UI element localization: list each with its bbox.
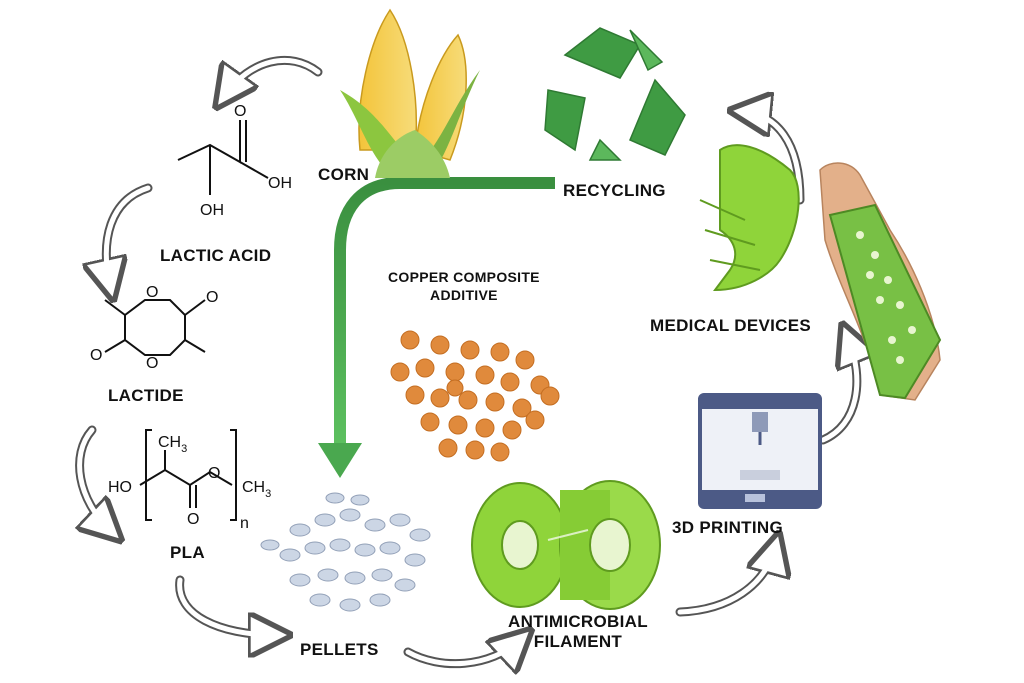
label-filament-line1: ANTIMICROBIAL <box>508 612 648 631</box>
recycling-symbol <box>544 27 686 161</box>
pla-ch3-end: CH3 <box>242 479 271 500</box>
pla-ch3-top: CH3 <box>158 434 187 455</box>
pla-n-subscript: n <box>240 515 249 532</box>
label-lactide: LACTIDE <box>108 386 184 405</box>
label-additive-line2: ADDITIVE <box>430 287 498 303</box>
label-filament-line2: FILAMENT <box>533 632 623 651</box>
filament-spools <box>471 480 661 610</box>
lactic-acid-structure <box>177 120 269 195</box>
lactide-o-bottom: O <box>146 355 158 372</box>
copper-particles <box>390 330 560 462</box>
label-copper-additive: COPPER COMPOSITE ADDITIVE <box>388 268 540 304</box>
corn-illustration <box>340 8 480 178</box>
pla-ester-o: O <box>208 465 220 482</box>
lactide-o-top: O <box>146 284 158 301</box>
label-filament: ANTIMICROBIAL FILAMENT <box>508 612 648 652</box>
lactic-oh-bottom: OH <box>200 202 224 219</box>
pla-structure <box>139 429 237 521</box>
pla-carbonyl-o: O <box>187 511 199 528</box>
lactide-structure <box>104 299 206 356</box>
recycle-return-arrow <box>318 177 555 478</box>
label-medical-devices: MEDICAL DEVICES <box>650 316 811 335</box>
lactic-carbonyl-o: O <box>234 103 246 120</box>
label-recycling: RECYCLING <box>563 181 666 200</box>
label-additive-line1: COPPER COMPOSITE <box>388 269 540 285</box>
lactide-o-left: O <box>90 347 102 364</box>
3d-printer-icon <box>698 393 822 509</box>
label-pellets: PELLETS <box>300 640 379 659</box>
medical-devices-illustration <box>699 144 942 401</box>
pellets-pile <box>260 492 431 612</box>
label-corn: CORN <box>318 165 370 184</box>
label-pla: PLA <box>170 543 205 562</box>
arrow-pla-to-pellets <box>175 575 275 635</box>
label-3d-printing: 3D PRINTING <box>672 518 783 537</box>
lactide-o-right: O <box>206 289 218 306</box>
label-lactic-acid: LACTIC ACID <box>160 246 272 265</box>
pla-ho-label: HO <box>108 479 132 496</box>
lactic-oh-label: OH <box>268 175 292 192</box>
